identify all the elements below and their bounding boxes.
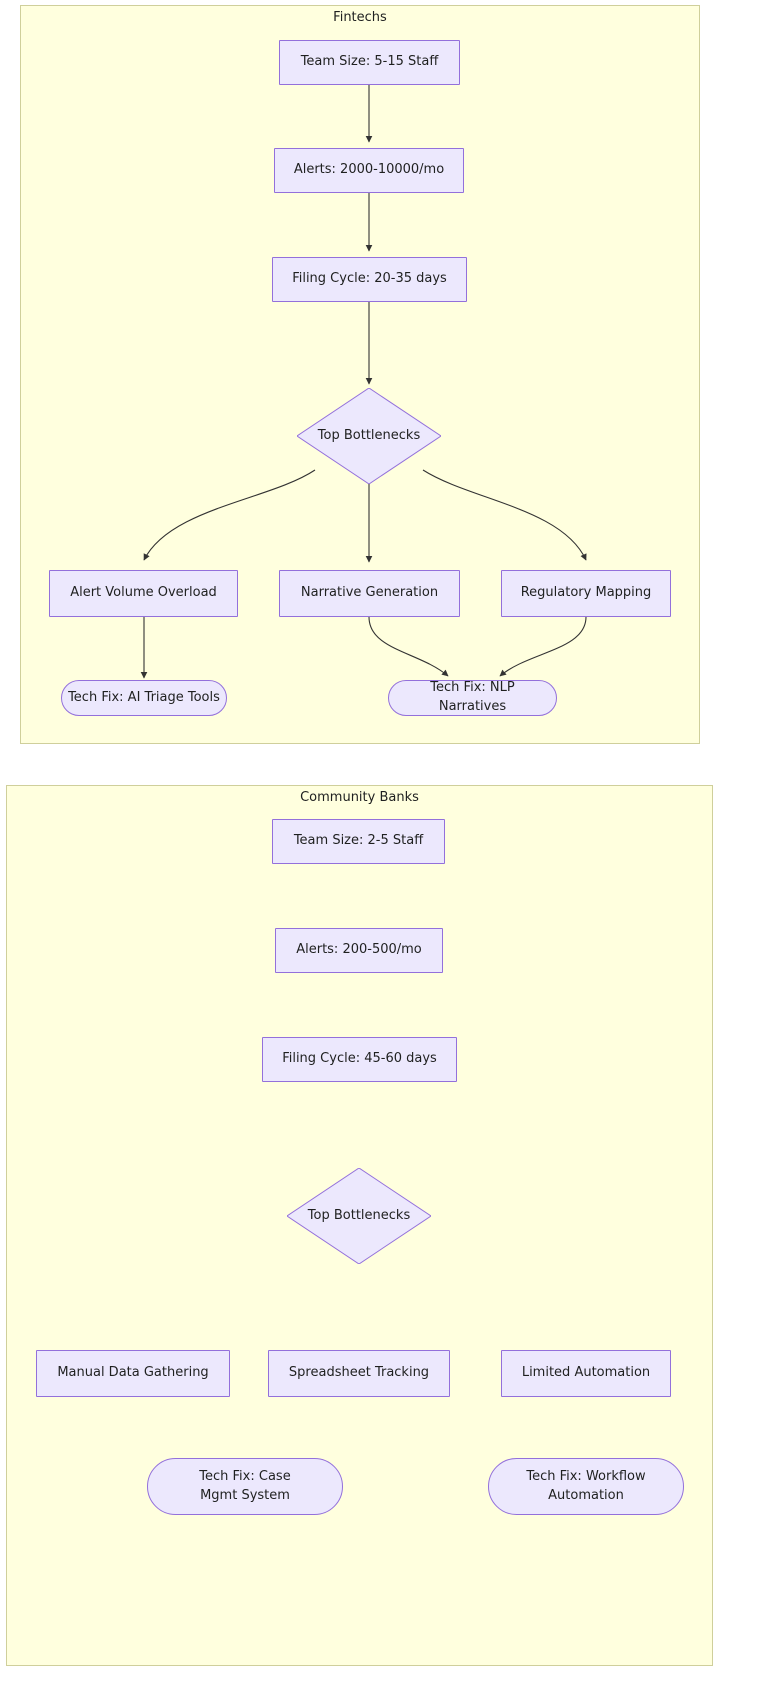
node-label: Alert Volume Overload xyxy=(70,585,217,601)
node-label: Limited Automation xyxy=(521,1365,651,1381)
node-team-size-fintech[interactable]: Team Size: 5-15 Staff xyxy=(279,40,460,85)
node-tech-fix-workflow-automation[interactable]: Tech Fix: Workflow Automation xyxy=(488,1458,684,1515)
node-label: Alerts: 2000-10000/mo xyxy=(293,162,445,178)
node-narrative-generation[interactable]: Narrative Generation xyxy=(279,570,460,617)
node-label: Alerts: 200-500/mo xyxy=(296,942,422,958)
node-team-size-bank[interactable]: Team Size: 2-5 Staff xyxy=(272,819,445,864)
node-top-bottlenecks-bank[interactable]: Top Bottlenecks xyxy=(287,1168,431,1264)
node-label: Team Size: 2-5 Staff xyxy=(293,833,424,849)
node-label: Filing Cycle: 45-60 days xyxy=(282,1051,437,1067)
subgraph-fintechs-title: Fintechs xyxy=(333,10,387,25)
node-label: Regulatory Mapping xyxy=(520,585,652,601)
node-alert-volume-overload[interactable]: Alert Volume Overload xyxy=(49,570,238,617)
node-label: Manual Data Gathering xyxy=(57,1365,209,1381)
node-tech-fix-ai-triage-tools[interactable]: Tech Fix: AI Triage Tools xyxy=(61,680,227,716)
node-label: Top Bottlenecks xyxy=(317,427,421,443)
subgraph-community-banks-title: Community Banks xyxy=(300,790,419,805)
node-tech-fix-case-mgmt-system[interactable]: Tech Fix: Case Mgmt System xyxy=(147,1458,343,1515)
node-tech-fix-nlp-narratives[interactable]: Tech Fix: NLP Narratives xyxy=(388,680,557,716)
node-label: Team Size: 5-15 Staff xyxy=(300,54,439,70)
node-label: Tech Fix: Case Mgmt System xyxy=(199,1468,291,1503)
node-label: Tech Fix: NLP Narratives xyxy=(430,680,515,714)
node-label: Spreadsheet Tracking xyxy=(288,1365,430,1381)
node-regulatory-mapping[interactable]: Regulatory Mapping xyxy=(501,570,671,617)
node-alerts-bank[interactable]: Alerts: 200-500/mo xyxy=(275,928,443,973)
node-label: Filing Cycle: 20-35 days xyxy=(292,271,447,287)
node-filing-cycle-bank[interactable]: Filing Cycle: 45-60 days xyxy=(262,1037,457,1082)
node-alerts-fintech[interactable]: Alerts: 2000-10000/mo xyxy=(274,148,464,193)
node-spreadsheet-tracking[interactable]: Spreadsheet Tracking xyxy=(268,1350,450,1397)
node-filing-cycle-fintech[interactable]: Filing Cycle: 20-35 days xyxy=(272,257,467,302)
node-label: Tech Fix: AI Triage Tools xyxy=(68,689,220,705)
subgraph-fintechs xyxy=(20,5,700,744)
node-label: Tech Fix: Workflow Automation xyxy=(526,1468,646,1503)
node-top-bottlenecks-fintech[interactable]: Top Bottlenecks xyxy=(297,388,441,484)
node-limited-automation[interactable]: Limited Automation xyxy=(501,1350,671,1397)
node-manual-data-gathering[interactable]: Manual Data Gathering xyxy=(36,1350,230,1397)
node-label: Top Bottlenecks xyxy=(307,1207,411,1223)
node-label: Narrative Generation xyxy=(300,585,439,601)
